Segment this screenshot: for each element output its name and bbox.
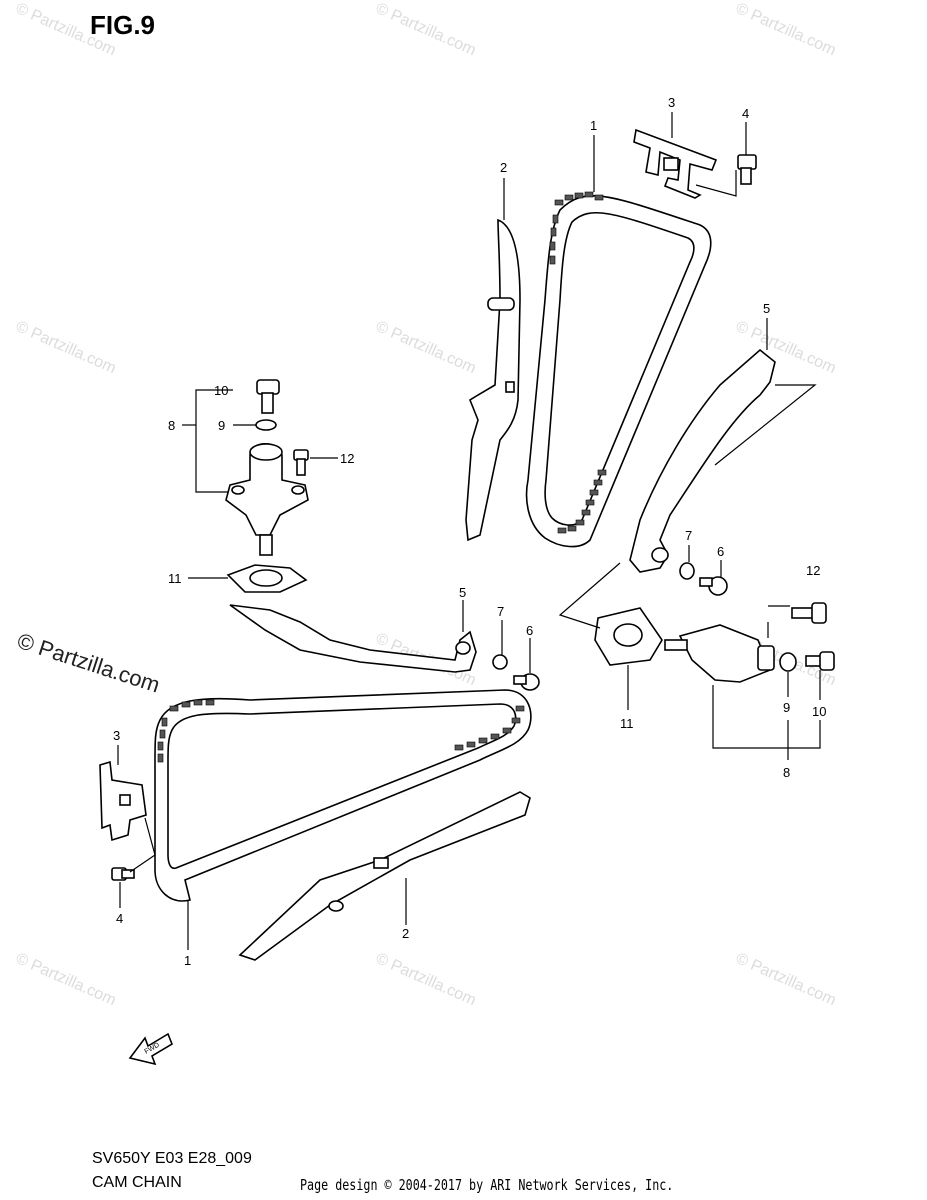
shoulder-bolt-6-left[interactable]	[513, 673, 540, 691]
model-code: SV650Y E03 E28_009	[92, 1150, 252, 1167]
washer-9-right[interactable]	[779, 652, 797, 672]
bolt-10-left[interactable]	[256, 379, 280, 414]
copyright-notice: Page design © 2004-2017 by ARI Network S…	[300, 1176, 674, 1194]
callout-6: 6	[526, 623, 533, 638]
chain-bracket-upper[interactable]	[633, 128, 718, 199]
callout-11: 11	[620, 716, 634, 731]
chain-links	[157, 699, 525, 763]
washer-right[interactable]	[679, 562, 695, 580]
tensioner-body-right[interactable]	[664, 624, 775, 683]
callout-5: 5	[459, 585, 466, 600]
figure-title: FIG.9	[90, 10, 156, 40]
gasket-left[interactable]	[226, 564, 308, 593]
chain-links	[549, 191, 607, 534]
bolt-upper[interactable]	[737, 154, 757, 185]
callout-2: 2	[402, 926, 409, 941]
callout-12: 12	[340, 451, 354, 466]
callout-1: 1	[590, 118, 597, 133]
callout-1: 1	[184, 953, 191, 968]
bolt-12-left[interactable]	[293, 449, 309, 476]
bolt-12-right[interactable]	[791, 602, 827, 624]
callout-9: 9	[783, 700, 790, 715]
washer-7-left[interactable]	[492, 654, 508, 670]
tensioner-arm-left[interactable]	[229, 604, 477, 673]
tensioner-arm-right[interactable]	[629, 348, 776, 573]
callout-11: 11	[168, 571, 182, 586]
bolt-4-left[interactable]	[111, 867, 135, 881]
callout-7: 7	[497, 604, 504, 619]
callout-10: 10	[214, 383, 228, 398]
callout-2: 2	[500, 160, 507, 175]
bolt-10-right[interactable]	[805, 651, 835, 671]
chain-bracket-left[interactable]	[99, 760, 147, 842]
callout-6: 6	[717, 544, 724, 559]
callout-10: 10	[812, 704, 826, 719]
callout-5: 5	[763, 301, 770, 316]
callout-7: 7	[685, 528, 692, 543]
gasket-right[interactable]	[594, 607, 663, 666]
callout-4: 4	[742, 106, 749, 121]
leader-lines	[117, 112, 821, 950]
chain-guide-lower[interactable]	[238, 791, 531, 961]
chain-guide-upper[interactable]	[465, 218, 521, 542]
callout-4: 4	[116, 911, 123, 926]
callout-8: 8	[168, 418, 175, 433]
section-name: CAM CHAIN	[92, 1174, 182, 1191]
callout-9: 9	[218, 418, 225, 433]
callout-8: 8	[783, 765, 790, 780]
tensioner-body-left[interactable]	[225, 442, 309, 556]
callout-3: 3	[668, 95, 675, 110]
cam-chain-upper[interactable]	[525, 191, 712, 548]
callout-3: 3	[113, 728, 120, 743]
cam-chain-lower[interactable]	[154, 689, 532, 902]
shoulder-bolt-right[interactable]	[699, 576, 728, 596]
fwd-arrow-icon: FWD	[128, 1032, 173, 1066]
washer-9-left[interactable]	[255, 419, 277, 431]
callout-12: 12	[806, 563, 820, 578]
